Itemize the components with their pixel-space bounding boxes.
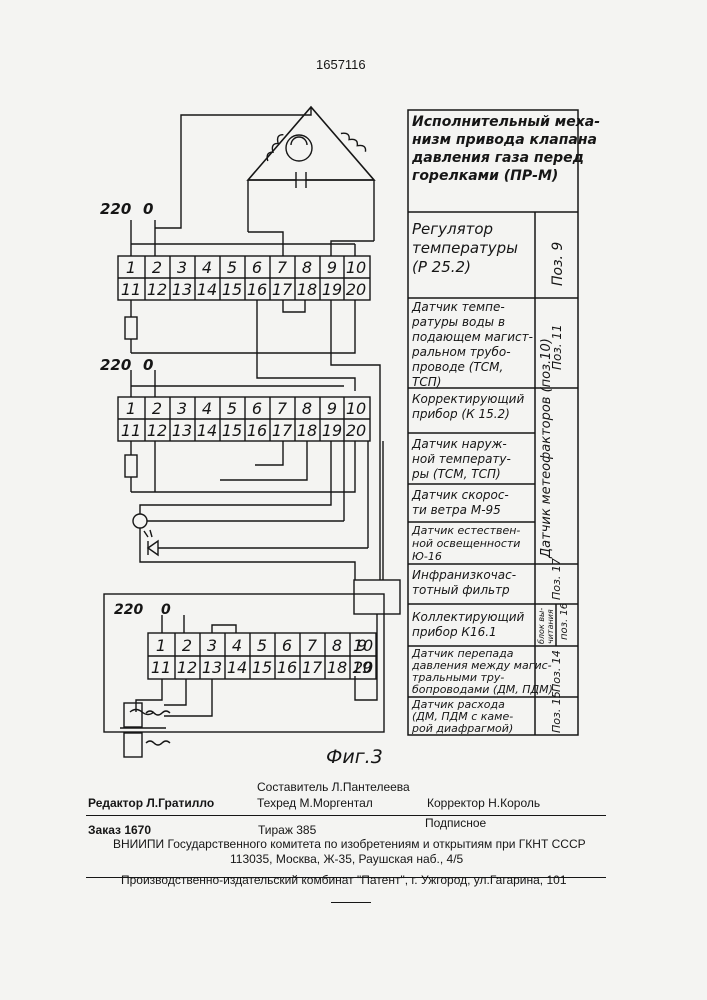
table-row-water-sensor: Датчик темпе- ратуры воды в подающем маг… xyxy=(412,300,533,390)
position-label: Поз. 17 xyxy=(550,558,563,600)
table-row-pressure-sensor: Датчик перепада давления между магис- тр… xyxy=(412,648,553,696)
table-row-filter: Инфранизкочас- тотный фильтр xyxy=(412,568,516,598)
table-row-light-sensor: Датчик естествен- ной освещенности Ю-16 xyxy=(412,524,520,563)
position-label: поз. 16 xyxy=(559,603,570,640)
terminal-cell: 20 xyxy=(351,660,375,676)
end-mark xyxy=(331,902,371,903)
table-row-wind-sensor: Датчик скорос- ти ветра М-95 xyxy=(412,488,509,518)
imprint-publisher: Производственно-издательский комбинат "П… xyxy=(121,874,567,886)
imprint-subscription: Подписное xyxy=(425,817,486,829)
imprint-techred: Техред М.Моргентал xyxy=(257,797,373,809)
table-row-corrector: Корректирующий прибор (К 15.2) xyxy=(412,392,524,422)
imprint-address: 113035, Москва, Ж-35, Раушская наб., 4/5 xyxy=(230,853,463,865)
table-row-regulator: Регулятор температуры (Р 25.2) xyxy=(412,220,518,277)
imprint-institute: ВНИИПИ Государственного комитета по изоб… xyxy=(113,838,586,850)
position-label: Поз. 15 xyxy=(550,691,563,733)
imprint-divider xyxy=(86,815,606,816)
imprint-circulation: Тираж 385 xyxy=(258,824,316,836)
imprint-order: Заказ 1670 xyxy=(88,824,151,836)
imprint-editor: Редактор Л.Гратилло xyxy=(88,797,214,809)
table-row-outdoor-sensor: Датчик наруж- ной температу- ры (ТСМ, ТС… xyxy=(412,437,511,482)
position-label: Поз. 9 xyxy=(550,242,566,286)
group-extra-label: блок вы- читания xyxy=(537,608,555,644)
table-row-flow-sensor: Датчик расхода (ДМ, ПДМ с каме- рой диаф… xyxy=(412,699,513,735)
figure-caption: Фиг.3 xyxy=(326,748,383,767)
table-row-collector: Коллектирующий прибор К16.1 xyxy=(412,610,524,640)
imprint-corrector: Корректор Н.Король xyxy=(427,797,540,809)
imprint-compiler: Составитель Л.Пантелеева xyxy=(257,781,410,793)
table-row-actuator: Исполнительный меха- низм привода клапан… xyxy=(412,113,600,185)
group-label-meteo: Датчик метеофакторов (поз.10) xyxy=(539,338,554,558)
position-label: Поз. 14 xyxy=(550,650,563,692)
terminal-cell: 10 xyxy=(351,638,375,654)
